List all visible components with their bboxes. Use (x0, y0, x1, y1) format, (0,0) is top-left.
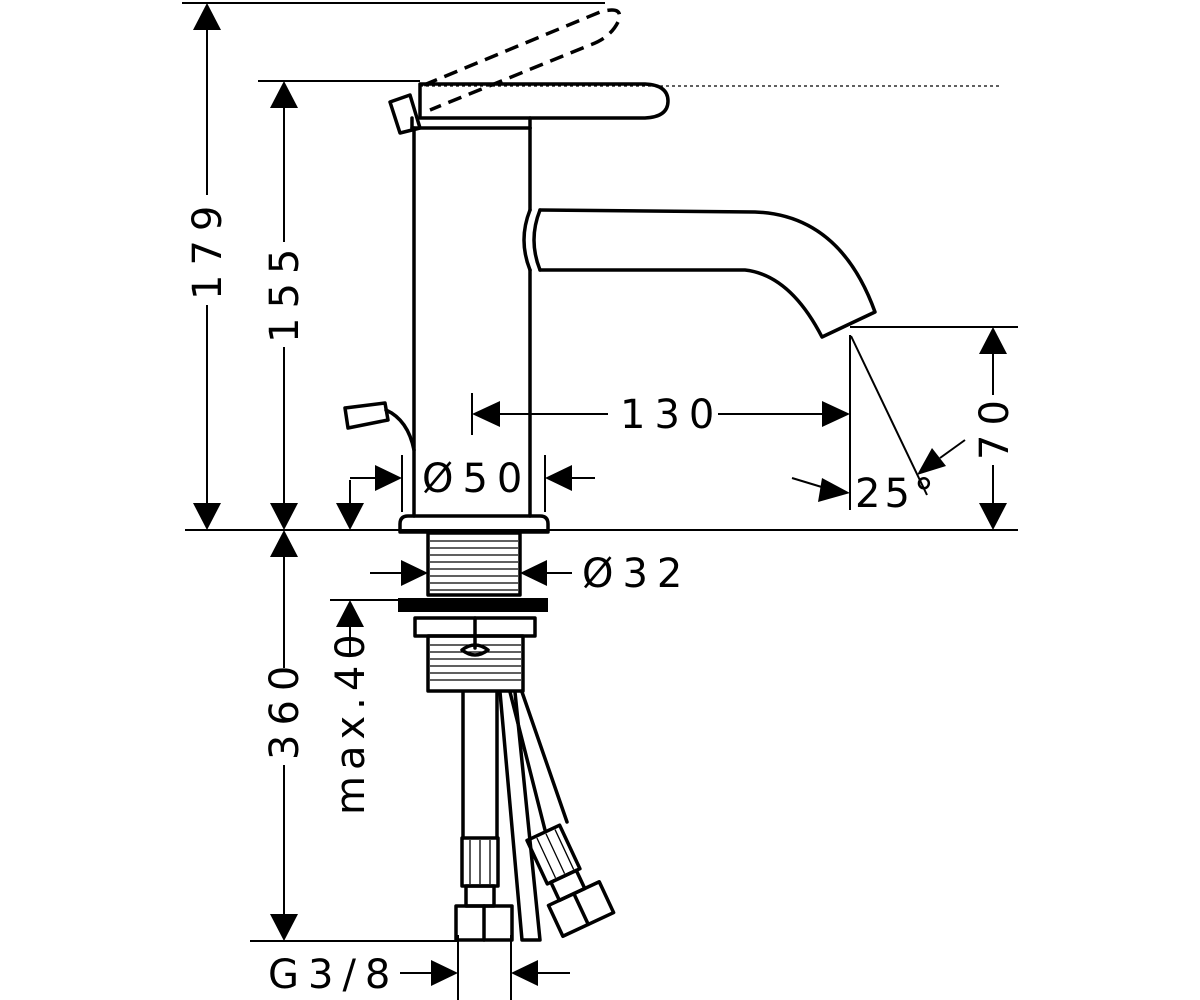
spout-angle-line (850, 335, 928, 496)
dim-25-left-line (791, 477, 826, 489)
arrow-max40-upper (336, 503, 364, 530)
label-spout-reach: 130 (620, 392, 723, 438)
lower-threads (430, 644, 521, 681)
popup-cable (498, 690, 542, 942)
label-overall-height: 179 (185, 197, 231, 300)
arrow-25-left (818, 478, 850, 502)
arrow-g38-left (431, 960, 458, 986)
hose-2 (508, 690, 569, 832)
dim-25-right-line (939, 439, 966, 459)
label-shank-diameter: Ø32 (582, 551, 691, 597)
lever-handle (418, 82, 670, 120)
label-max-deck-thickness: max.40 (328, 628, 374, 815)
arrow-130-right (822, 401, 850, 427)
arrow-179-bottom (193, 503, 221, 530)
threaded-shank (426, 531, 522, 597)
dimension-labels: 179 155 360 max.40 70 130 25° Ø50 Ø32 G3… (185, 197, 1018, 998)
arrow-130-left (472, 401, 500, 427)
label-spout-clearance: 70 (972, 391, 1018, 460)
arrow-360-bottom (270, 914, 298, 941)
arrow-max40 (336, 600, 364, 627)
angled-fitting (525, 823, 616, 938)
arrow-32-right (520, 560, 547, 586)
popup-knob (343, 401, 390, 430)
arrow-360-top (270, 530, 298, 557)
hose-neck-1 (464, 884, 496, 908)
popup-rod (384, 408, 416, 452)
arrow-g38-right (511, 960, 538, 986)
spout (538, 208, 877, 339)
arrow-25-right (917, 448, 946, 475)
arrow-155-bottom (270, 503, 298, 530)
mounting-washer (398, 598, 548, 612)
shank-threads (430, 540, 518, 591)
arrow-50-right (545, 465, 572, 491)
arrow-179-top (193, 3, 221, 30)
label-below-deck-length: 360 (262, 657, 308, 760)
arrow-155-top (270, 81, 298, 108)
label-connection-thread: G3/8 (268, 952, 399, 998)
arrow-70-top (979, 327, 1007, 354)
base-flange (398, 514, 550, 534)
faucet-body (343, 8, 877, 534)
extension-lines (182, 2, 1018, 1000)
raised-handle-outline (423, 8, 622, 112)
label-body-diameter: Ø50 (422, 456, 531, 502)
spout-joint (522, 208, 532, 272)
label-spout-angle: 25° (855, 471, 938, 517)
arrow-70-bottom (979, 503, 1007, 530)
arrow-50-left (375, 465, 402, 491)
label-body-height: 155 (262, 240, 308, 343)
dimension-lines (193, 3, 1007, 986)
arrow-32-left (401, 560, 428, 586)
hex-nut-2-edge (572, 891, 590, 927)
below-deck-assembly (398, 531, 616, 942)
spout-collar (532, 208, 542, 272)
fixing-screw (460, 643, 490, 657)
